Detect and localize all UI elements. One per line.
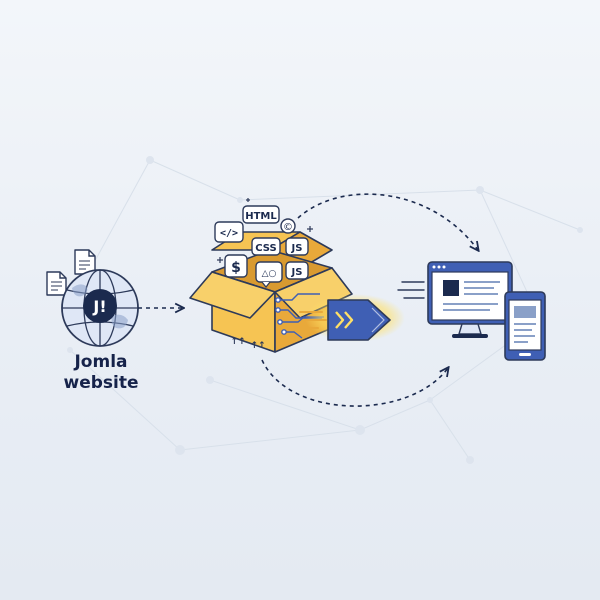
curved-arrow-top — [297, 193, 478, 250]
arrow-icon — [327, 299, 391, 341]
svg-text:$: $ — [231, 260, 241, 276]
css-tag: CSS — [251, 237, 281, 256]
document-icon — [74, 249, 96, 275]
svg-text:CSS: CSS — [255, 243, 276, 254]
sparkle-icon — [217, 198, 313, 263]
js-tag: JS — [285, 261, 309, 280]
js-tag: JS — [285, 237, 309, 256]
svg-text:©: © — [283, 222, 293, 233]
motion-lines — [397, 281, 425, 299]
svg-text:↑↑: ↑↑ — [230, 337, 245, 347]
curved-arrow-bottom — [261, 359, 448, 407]
code-tags-cluster: HTML </> © CSS JS $ — [214, 198, 313, 288]
dollar-card: $ — [224, 254, 248, 278]
joomla-logo-icon: J! — [83, 289, 117, 323]
svg-text:↑↑: ↑↑ — [250, 341, 265, 351]
shapes-card: △○ — [255, 261, 283, 288]
svg-text:△○: △○ — [262, 269, 277, 279]
source-label-line2: website — [63, 373, 139, 393]
document-icon — [46, 271, 67, 296]
source-label-line1: Jomla — [74, 352, 128, 372]
html-tag: HTML — [242, 205, 280, 224]
joomla-logo-text: J! — [92, 297, 106, 316]
speed-lines — [299, 311, 327, 329]
source-website-label: Jomla website — [40, 352, 162, 394]
svg-text:</>: </> — [220, 228, 238, 239]
desktop-monitor-icon — [427, 261, 513, 338]
mobile-phone-icon — [504, 291, 546, 361]
copyright-icon: © — [280, 218, 296, 234]
svg-text:JS: JS — [291, 243, 303, 254]
svg-text:HTML: HTML — [245, 211, 277, 222]
code-brackets-tag: </> — [214, 221, 244, 243]
svg-text:JS: JS — [291, 267, 303, 278]
